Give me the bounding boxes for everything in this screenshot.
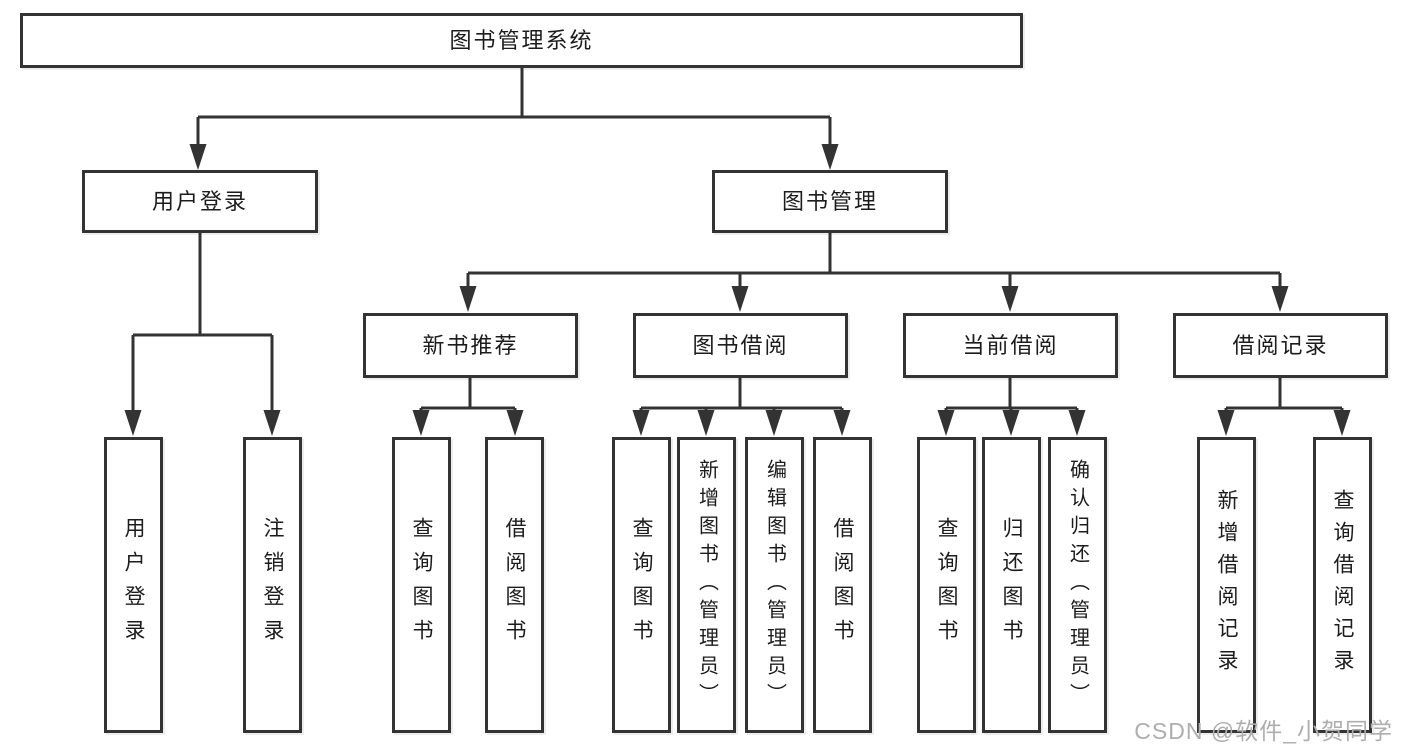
arrow-down-icon bbox=[1333, 410, 1351, 436]
node-label: 用户登录 bbox=[122, 517, 145, 653]
node-label: 编辑图书（管理员） bbox=[763, 459, 786, 711]
leaf-borrowing-edit-books-admin: 编辑图书（管理员） bbox=[745, 437, 804, 733]
arrow-down-icon bbox=[937, 410, 955, 436]
node-current-borrowing: 当前借阅 bbox=[903, 313, 1118, 378]
leaf-borrowing-query-books: 查询图书 bbox=[612, 437, 671, 733]
arrow-down-icon bbox=[697, 410, 715, 436]
leaf-records-add-borrow-record: 新增借阅记录 bbox=[1197, 437, 1256, 733]
node-label: 查询图书 bbox=[410, 517, 433, 653]
node-label: 图书管理 bbox=[781, 188, 878, 214]
arrow-down-icon bbox=[1002, 410, 1020, 436]
arrow-down-icon bbox=[459, 286, 477, 312]
connector-new-book-recommendation-to-leaves bbox=[412, 378, 524, 436]
node-label: 归还图书 bbox=[1000, 517, 1023, 653]
node-book-borrowing: 图书借阅 bbox=[633, 313, 848, 378]
leaf-borrowing-borrow-books: 借阅图书 bbox=[813, 437, 872, 733]
node-label: 借阅图书 bbox=[503, 517, 526, 653]
arrow-down-icon bbox=[821, 144, 839, 170]
leaf-borrowing-add-books-admin: 新增图书（管理员） bbox=[677, 437, 736, 733]
leaf-logout-login: 注销登录 bbox=[243, 437, 302, 733]
csdn-watermark: CSDN @软件_小贺同学 bbox=[1134, 718, 1393, 744]
arrow-down-icon bbox=[263, 410, 281, 436]
arrow-down-icon bbox=[1068, 410, 1086, 436]
arrow-down-icon bbox=[632, 410, 650, 436]
node-label: 图书借阅 bbox=[692, 332, 789, 358]
leaf-recommend-borrow-books: 借阅图书 bbox=[485, 437, 544, 733]
leaf-current-query-books: 查询图书 bbox=[917, 437, 976, 733]
node-label: 图书管理系统 bbox=[449, 27, 594, 53]
connector-root-to-level2 bbox=[189, 68, 839, 170]
leaf-records-query-borrow-record: 查询借阅记录 bbox=[1313, 437, 1372, 733]
connector-book-borrowing-to-leaves bbox=[632, 378, 851, 436]
arrow-down-icon bbox=[731, 286, 749, 312]
node-label: 新书推荐 bbox=[422, 332, 519, 358]
node-new-book-recommendation: 新书推荐 bbox=[363, 313, 578, 378]
arrow-down-icon bbox=[1001, 286, 1019, 312]
leaf-current-confirm-return-admin: 确认归还（管理员） bbox=[1048, 437, 1107, 733]
node-label: 借阅图书 bbox=[831, 517, 854, 653]
node-borrowing-records: 借阅记录 bbox=[1173, 313, 1388, 378]
connector-book-management-to-level3 bbox=[459, 233, 1289, 312]
node-label: 用户登录 bbox=[151, 188, 248, 214]
node-label: 新增借阅记录 bbox=[1215, 489, 1238, 681]
arrow-down-icon bbox=[765, 410, 783, 436]
node-label: 确认归还（管理员） bbox=[1066, 459, 1089, 711]
arrow-down-icon bbox=[124, 410, 142, 436]
node-user-login: 用户登录 bbox=[82, 170, 318, 233]
node-label: 注销登录 bbox=[261, 517, 284, 653]
node-label: 查询图书 bbox=[935, 517, 958, 653]
arrow-down-icon bbox=[189, 144, 207, 170]
arrow-down-icon bbox=[1217, 410, 1235, 436]
arrow-down-icon bbox=[1271, 286, 1289, 312]
node-library-management-system: 图书管理系统 bbox=[20, 13, 1023, 68]
arrow-down-icon bbox=[412, 410, 430, 436]
leaf-current-return-books: 归还图书 bbox=[982, 437, 1041, 733]
node-label: 当前借阅 bbox=[962, 332, 1059, 358]
connector-current-borrowing-to-leaves bbox=[937, 378, 1086, 436]
arrow-down-icon bbox=[833, 410, 851, 436]
node-book-management: 图书管理 bbox=[712, 170, 948, 233]
connector-user-login-to-leaves bbox=[124, 233, 281, 436]
node-label: 新增图书（管理员） bbox=[695, 459, 718, 711]
arrow-down-icon bbox=[506, 410, 524, 436]
connector-borrowing-records-to-leaves bbox=[1217, 378, 1351, 436]
node-label: 借阅记录 bbox=[1232, 332, 1329, 358]
node-label: 查询图书 bbox=[630, 517, 653, 653]
node-label: 查询借阅记录 bbox=[1331, 489, 1354, 681]
leaf-recommend-query-books: 查询图书 bbox=[392, 437, 451, 733]
leaf-user-login: 用户登录 bbox=[104, 437, 163, 733]
